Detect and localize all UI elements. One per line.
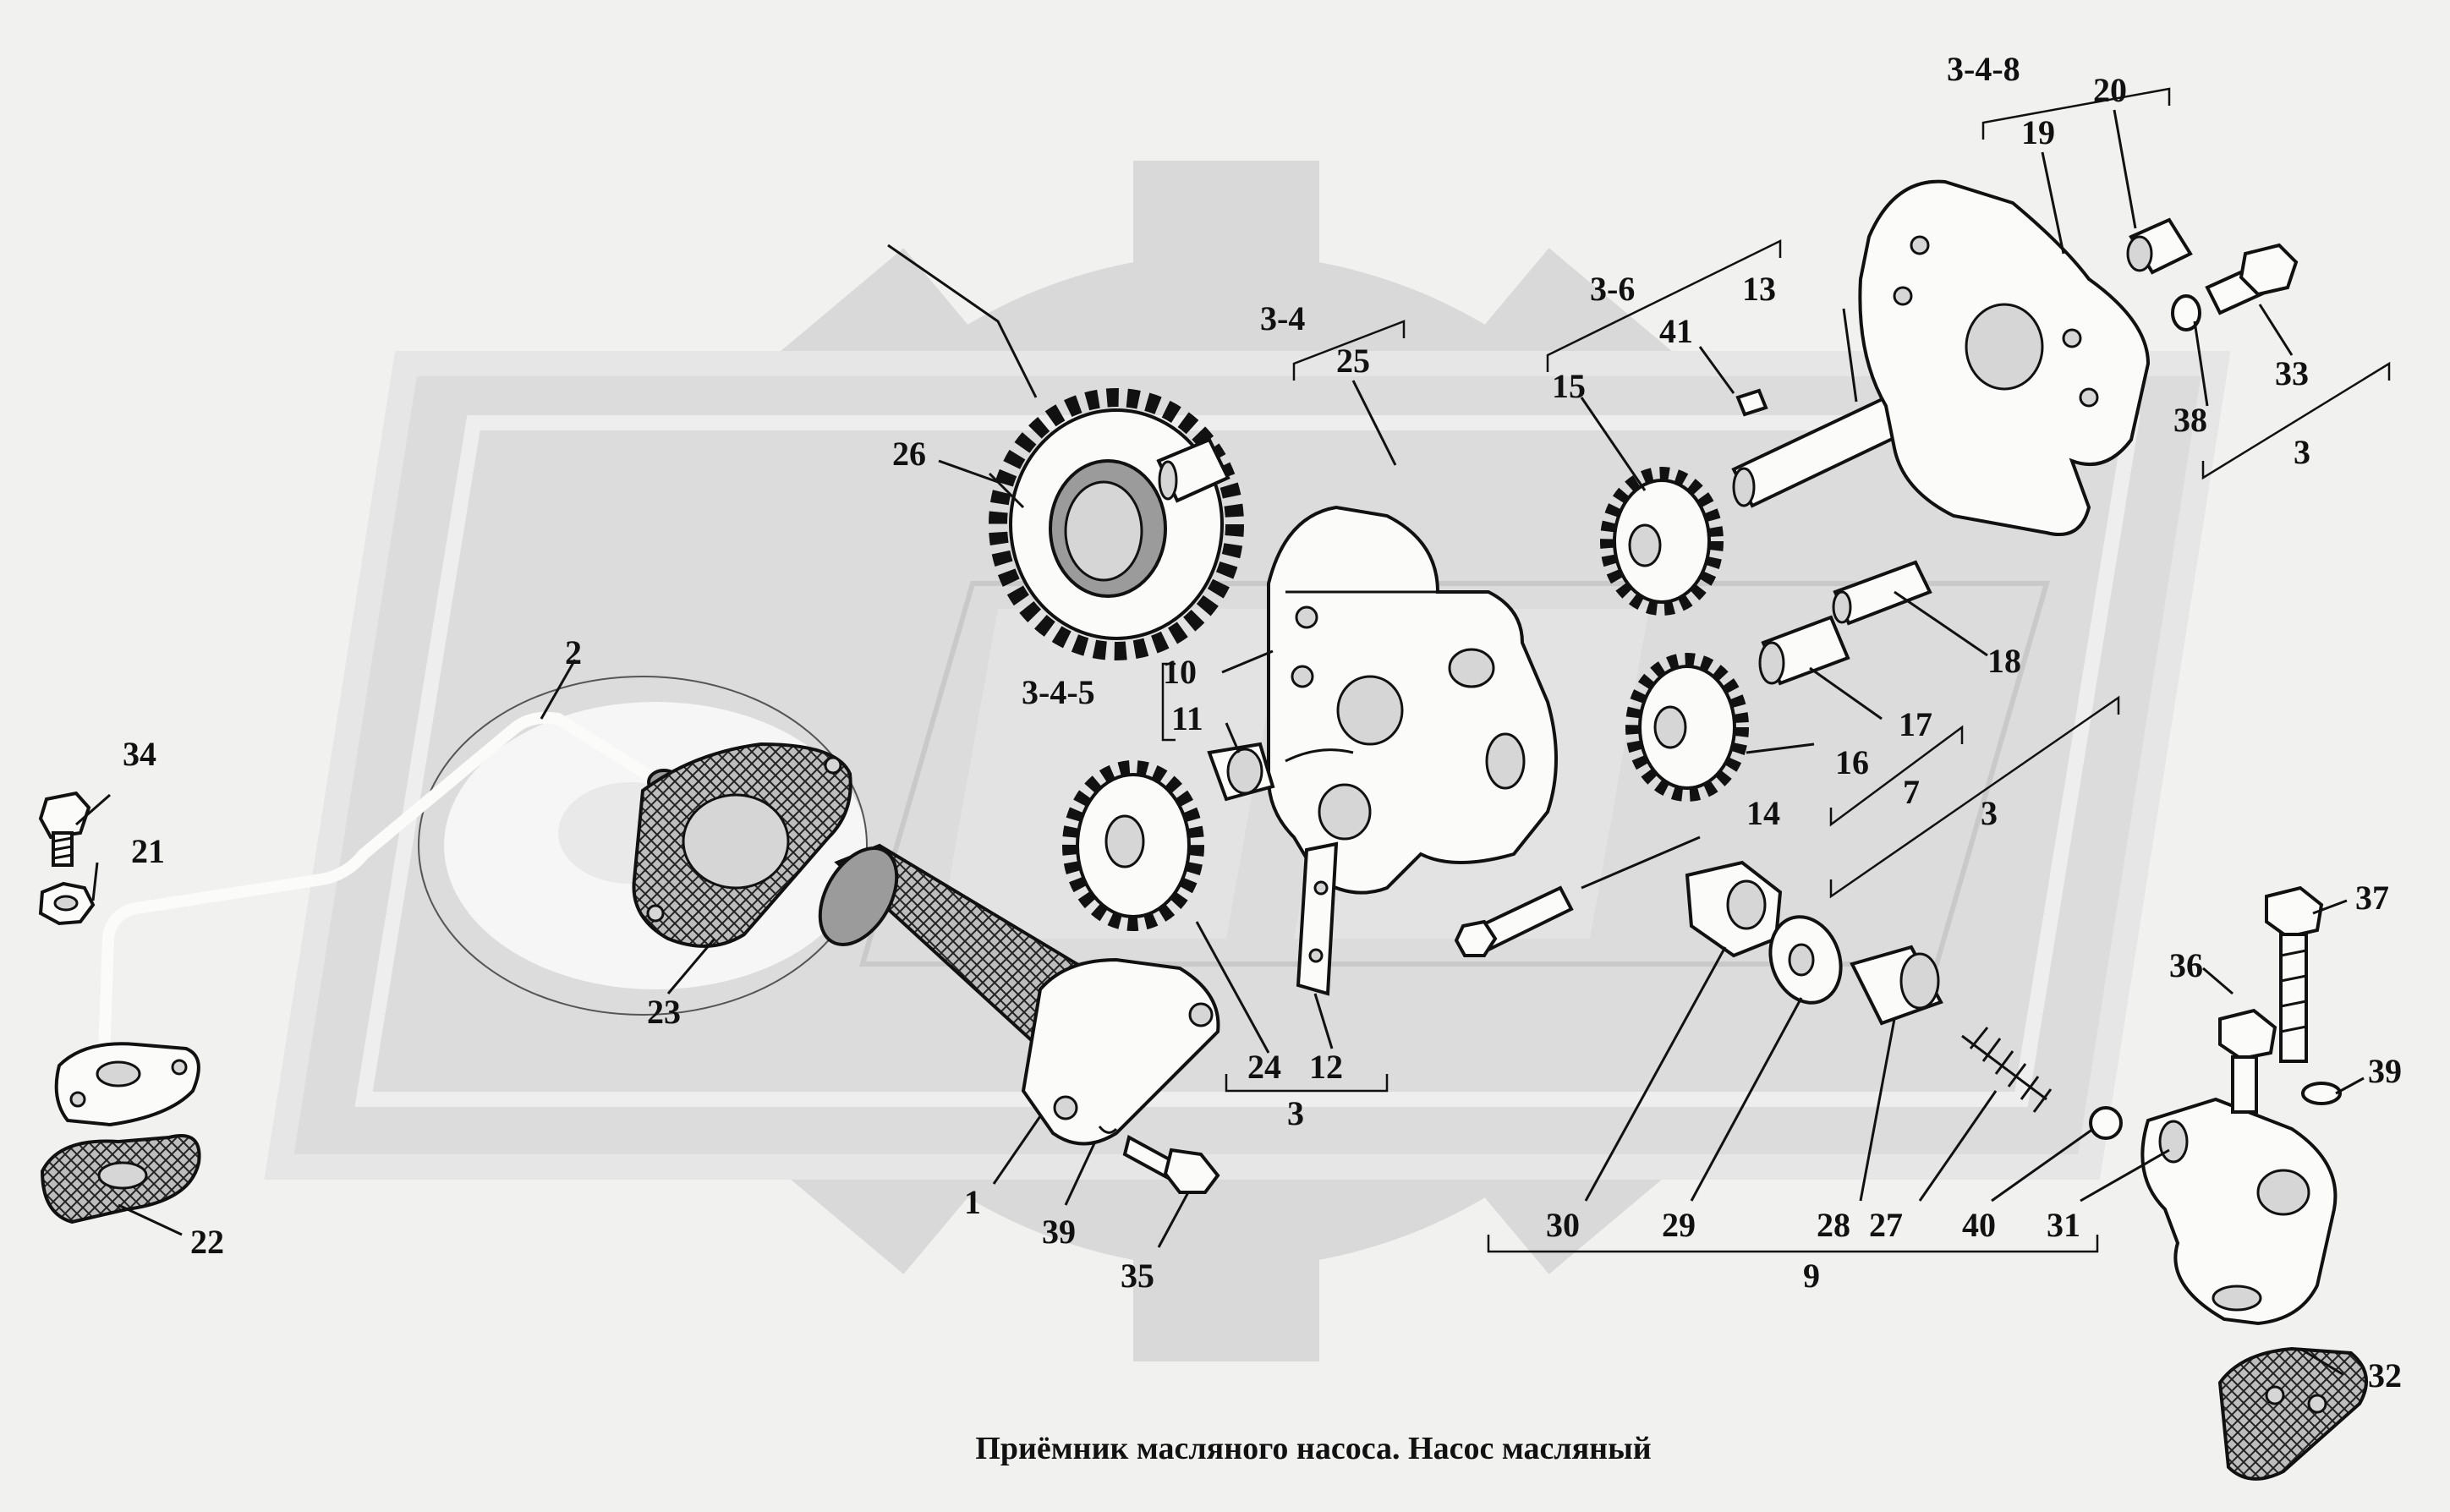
part-28-plunger	[1850, 945, 1943, 1026]
part-31-valve-body	[2140, 1097, 2338, 1326]
part-14-bolt	[1454, 885, 1574, 957]
callout-25: 25	[1336, 342, 1370, 380]
callout-39-left: 39	[1042, 1213, 1076, 1251]
part-19-cover	[1858, 179, 2151, 536]
part-15-gear	[1600, 467, 1724, 616]
callout-21: 21	[131, 832, 165, 870]
callout-30: 30	[1546, 1206, 1580, 1244]
part-36-bolt	[2218, 1008, 2277, 1114]
part-41-key	[1735, 388, 1768, 417]
group-3-4-8: 3-4-8	[1947, 50, 2020, 88]
callout-36: 36	[2169, 946, 2203, 984]
group-3-6: 3-6	[1590, 270, 1635, 308]
group-7: 7	[1903, 773, 1920, 811]
callout-29: 29	[1662, 1206, 1696, 1244]
callout-2: 2	[565, 633, 582, 671]
callout-38: 38	[2173, 401, 2207, 439]
part-11-bushing	[1207, 742, 1275, 802]
callout-1: 1	[964, 1183, 981, 1221]
callout-32: 32	[2368, 1356, 2402, 1394]
part-37-bolt	[2265, 885, 2324, 1063]
diagram-caption: Приёмник масляного насоса. Насос масляны…	[975, 1431, 1651, 1466]
part-25-pin	[1156, 437, 1230, 503]
callout-39-right: 39	[2368, 1052, 2402, 1090]
part-29-washer	[1768, 915, 1843, 1005]
callout-37: 37	[2355, 879, 2389, 917]
part-40-ball	[2089, 1106, 2123, 1140]
group-brackets	[1161, 87, 2391, 1253]
callout-20: 20	[2093, 71, 2127, 109]
group-3-middle-right: 3	[1981, 794, 1998, 832]
callout-10: 10	[1163, 653, 1197, 691]
group-9: 9	[1803, 1257, 1820, 1295]
part-27-spring	[1961, 1027, 2053, 1113]
callout-12: 12	[1309, 1048, 1343, 1086]
callout-40: 40	[1962, 1206, 1996, 1244]
part-18-pin	[1832, 560, 1932, 626]
callout-35: 35	[1121, 1257, 1154, 1295]
group-3-top-right: 3	[2294, 433, 2310, 471]
callout-16: 16	[1835, 743, 1869, 781]
part-20-bushing	[2126, 217, 2193, 275]
leader-lines	[75, 109, 2365, 1376]
callout-18: 18	[1987, 642, 2021, 680]
callout-13: 13	[1742, 270, 1776, 308]
callout-19: 19	[2021, 113, 2055, 151]
part-16-bushing	[1758, 615, 1850, 686]
callout-17: 17	[1899, 705, 1932, 743]
part-33-bolt	[2205, 243, 2299, 315]
callout-22: 22	[190, 1223, 224, 1261]
part-38-washer	[2171, 294, 2201, 331]
callout-23: 23	[647, 993, 681, 1031]
callout-34: 34	[123, 735, 156, 773]
part-1-oil-strainer	[818, 843, 1220, 1146]
callout-33: 33	[2275, 354, 2309, 392]
group-labels: 3-4-8 3-6 3-4 3-4-5 3 3 3 7 9	[1022, 50, 2310, 1295]
callout-14: 14	[1746, 794, 1780, 832]
part-13-shaft	[1731, 395, 1907, 508]
callout-26: 26	[892, 435, 926, 473]
part-24-small-gear	[1062, 760, 1204, 931]
callout-28: 28	[1817, 1206, 1850, 1244]
callout-15: 15	[1552, 367, 1586, 405]
part-23-gasket	[632, 742, 852, 948]
part-35-bolt	[1122, 1135, 1220, 1194]
group-3-4: 3-4	[1260, 299, 1305, 337]
callout-24: 24	[1247, 1048, 1281, 1086]
part-32-gasket	[2217, 1346, 2368, 1481]
group-3-4-5: 3-4-5	[1022, 673, 1095, 711]
part-22-gasket	[40, 1134, 201, 1224]
callout-27: 27	[1869, 1206, 1903, 1244]
part-34-bolt	[38, 791, 91, 867]
callout-labels: 1 2 10 11 12 13 14 15 16 17 18 19 20 21 …	[123, 71, 2402, 1394]
callout-11: 11	[1171, 699, 1203, 737]
callout-31: 31	[2047, 1206, 2080, 1244]
reference-ellipse	[418, 676, 868, 1016]
callout-41: 41	[1659, 312, 1693, 350]
part-7-gear	[1625, 653, 1749, 802]
part-12-plate	[1296, 841, 1339, 996]
part-2-intake-tube	[54, 711, 681, 1127]
pump-body	[1267, 505, 1558, 895]
part-39-washer-right	[2301, 1082, 2342, 1105]
group-3-bottom: 3	[1287, 1094, 1304, 1132]
part-21-lock-washer	[38, 881, 96, 926]
